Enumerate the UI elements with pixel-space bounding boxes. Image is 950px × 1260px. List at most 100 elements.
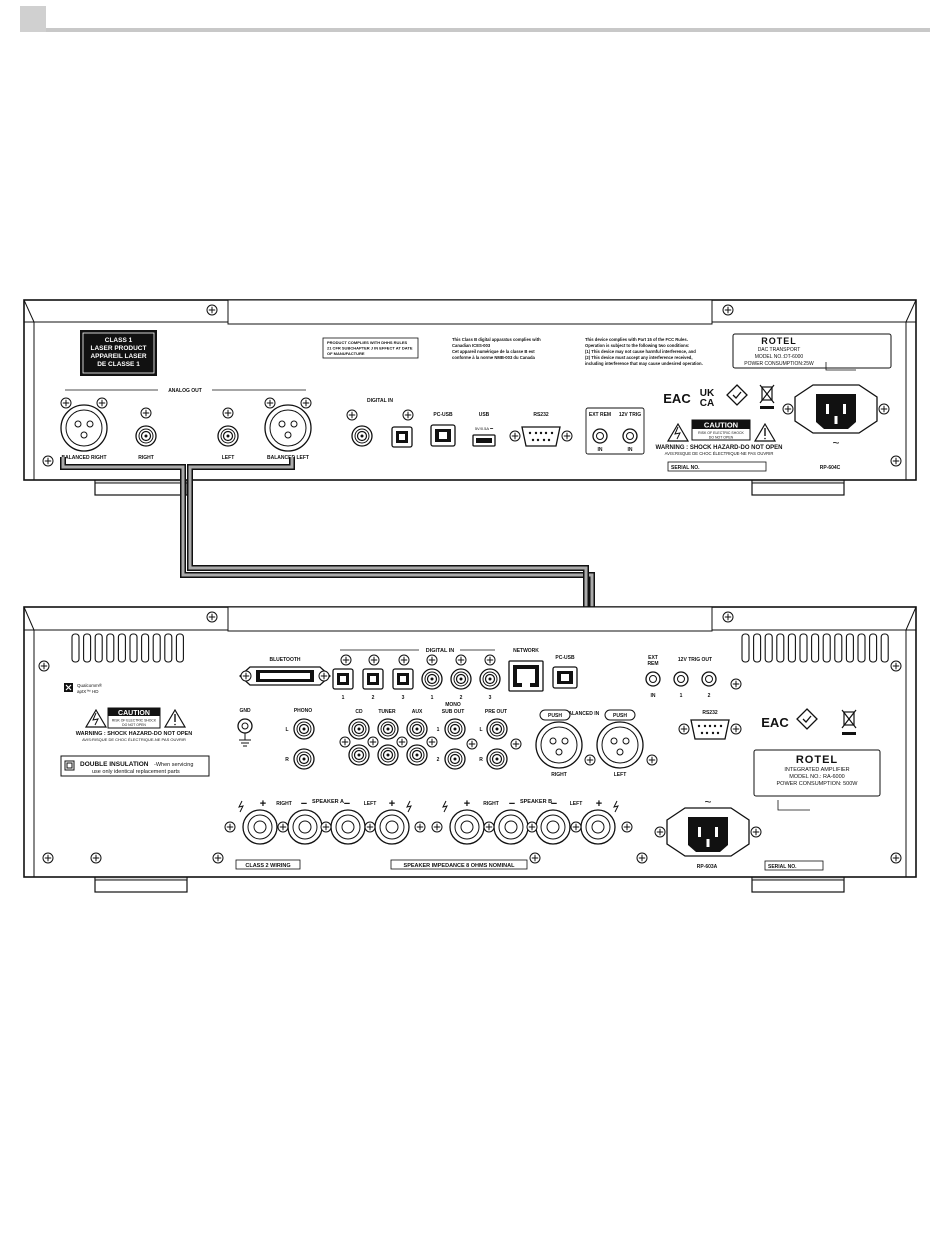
speaker-b-right-minus: − [509,798,515,810]
balanced-left-xlr-out[interactable] [264,404,312,452]
trig-label: 12V TRIG [619,412,641,418]
coaxial-in-2[interactable] [450,668,472,690]
push-label-left: PUSH [613,713,627,719]
laser-line-2: LASER PRODUCT [91,345,147,352]
cd-r-rca[interactable] [348,744,370,766]
caution-title: CAUTION [704,421,738,430]
analog-inputs-section: CD TUNER AUX [339,709,438,766]
speaker-a-right-plus: + [260,798,266,810]
trig-jack[interactable] [622,428,638,444]
vent-slot [822,633,831,663]
aux-l-rca[interactable] [406,718,428,740]
pre-out-l-rca[interactable] [486,718,508,740]
ext-rem-jack[interactable] [592,428,608,444]
speaker-a-right-pos[interactable] [242,809,278,845]
bluetooth-antenna-section: BLUETOOTH [239,657,331,686]
optical-in-1[interactable] [332,668,354,690]
aux-r-rca[interactable] [406,744,428,766]
fcc-line-5: including interference that may cause un… [585,361,703,366]
balanced-in-left-xlr[interactable] [596,721,644,769]
digital-num-3: 3 [402,695,405,701]
phono-r-rca[interactable] [293,748,315,770]
ext-label: EXT [648,655,658,661]
digital-num-5: 2 [460,695,463,701]
double-insulation-line-2: use only identical replacement parts [92,769,180,775]
caution-sub-2: DO NOT OPEN [709,436,734,440]
sub-2-label: 2 [437,757,440,763]
caution-label: CAUTION RISK OF ELECTRIC SHOCK DO NOT OP… [656,419,783,456]
cd-l-rca[interactable] [348,718,370,740]
pre-out-r-rca[interactable] [486,748,508,770]
ac-power-inlet[interactable]: ~ [782,384,890,450]
tuner-label: TUNER [378,709,396,715]
optical-in-2[interactable] [362,668,384,690]
trig-out-1-jack[interactable] [673,671,689,687]
vent-slot [141,633,150,663]
speaker-a-left-neg[interactable] [330,809,366,845]
rcm-mark-icon-amp [796,708,818,730]
fcc-line-3: (1) This device may not cause harmful in… [585,349,696,354]
coaxial-in-1[interactable] [421,668,443,690]
ethernet-port[interactable] [508,660,544,692]
speaker-b-left-label: LEFT [570,801,583,807]
optical-in-3[interactable] [392,668,414,690]
coaxial-digital-in[interactable] [351,425,373,447]
certification-marks: EAC UK CA [663,384,775,409]
integrated-amplifier-unit: Qualcomm® aptX™ HD CAUTION RISK OF ELECT… [23,606,917,893]
rs232-port[interactable] [509,426,573,447]
dhhs-compliance-text: PRODUCT COMPLIES WITH DHHS RULES 21 CFR … [322,337,419,359]
phono-l-rca[interactable] [293,718,315,740]
caution-sub-1-amp: RISK OF ELECTRIC SHOCK [112,719,157,723]
speaker-b-left-neg[interactable] [535,809,571,845]
ext-rem-jack-amp[interactable] [645,671,661,687]
analog-right-rca-out[interactable] [135,425,157,447]
gnd-post[interactable] [237,718,253,747]
vent-slot [776,633,785,663]
digital-in-label: DIGITAL IN [367,398,393,404]
ac-power-inlet-amp[interactable]: ~ [654,795,762,857]
ext-rem-in-label-amp: IN [651,693,656,699]
caution-sub-2-amp: DO NOT OPEN [122,723,146,727]
header-rule [46,28,930,32]
sub-out-label: SUB OUT [442,709,465,715]
ac-symbol-amp: ~ [704,795,711,809]
vent-slot [764,633,773,663]
tuner-r-rca[interactable] [377,744,399,766]
rs232-port-amp[interactable] [678,719,742,740]
fcc-line-1: This device complies with Part 15 of the… [585,337,688,342]
vent-slot [106,633,115,663]
speaker-b-right-label: RIGHT [483,801,499,807]
bluetooth-antenna-port[interactable] [239,666,331,686]
ext-rem-trig-out-section: EXT REM 12V TRIG OUT IN 1 2 [645,655,742,699]
trig-out-2-jack[interactable] [701,671,717,687]
balanced-right-xlr-out[interactable] [60,404,108,452]
coaxial-in-3[interactable] [479,668,501,690]
speaker-b-left-pos[interactable] [580,809,616,845]
bluetooth-label: BLUETOOTH [269,657,300,663]
analog-left-rca-out[interactable] [217,425,239,447]
rs232-label: RS232 [533,412,549,418]
sub-out-2-rca[interactable] [444,748,466,770]
double-insulation-title: DOUBLE INSULATION [80,761,149,768]
weee-bin-icon-amp [841,709,857,735]
speaker-a-right-neg[interactable] [287,809,323,845]
trig-out-1-label: 1 [680,693,683,699]
model-label-amp: ROTEL INTEGRATED AMPLIFIER MODEL NO.: RA… [753,749,881,811]
ukca-mark-line-2: CA [700,398,714,409]
speaker-a-right-minus: − [301,798,307,810]
speaker-b-right-pos[interactable] [449,809,485,845]
double-insulation-label: DOUBLE INSULATION -When servicing use on… [60,755,210,777]
sub-out-1-rca[interactable] [444,718,466,740]
tuner-l-rca[interactable] [377,718,399,740]
trig-out-label: 12V TRIG OUT [678,657,712,663]
laser-line-3: APPAREIL LASER [90,353,146,360]
balanced-in-right-xlr[interactable] [535,721,583,769]
speaker-b-terminals: SPEAKER B RIGHT LEFT + − − + [431,798,633,845]
optical-digital-in[interactable] [391,426,413,448]
speaker-a-left-pos[interactable] [374,809,410,845]
pre-r-label: R [479,757,483,763]
laser-line-1: CLASS 1 [105,337,133,344]
speaker-b-right-neg[interactable] [493,809,529,845]
brand-logo-amp: ROTEL [796,754,838,766]
warning-text-amp: WARNING : SHOCK HAZARD-DO NOT OPEN [76,731,192,737]
